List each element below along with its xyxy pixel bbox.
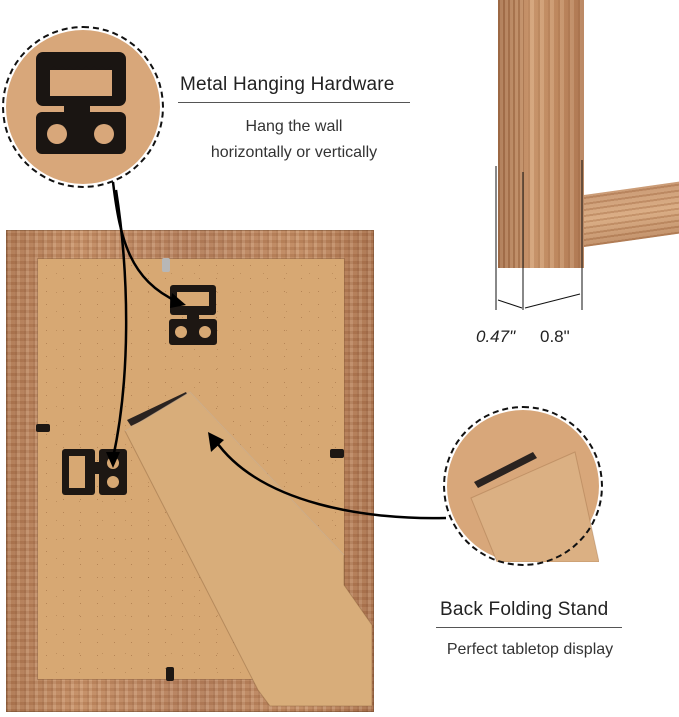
hardware-subtitle-line2: horizontally or vertically <box>210 144 378 161</box>
backing-board <box>38 259 344 679</box>
dimension-lines <box>495 160 583 310</box>
hardware-dashed-ring <box>2 26 164 188</box>
top-gray-clip <box>162 258 170 272</box>
bottom-clip <box>166 667 174 681</box>
hardware-title: Metal Hanging Hardware <box>180 74 395 95</box>
stand-dashed-ring <box>443 406 603 566</box>
stand-subtitle: Perfect tabletop display <box>446 641 614 658</box>
hardware-title-rule <box>178 102 410 103</box>
hanger-closeup-icon <box>36 52 126 154</box>
left-clip <box>36 424 50 432</box>
stand-title-rule <box>436 627 622 628</box>
width-dimension-label: 0.8" <box>540 327 570 346</box>
stand-title: Back Folding Stand <box>440 599 609 620</box>
frame-corner-side <box>498 0 524 268</box>
depth-dimension-label: 0.47" <box>476 327 516 346</box>
right-clip <box>330 449 344 458</box>
hardware-subtitle-line1: Hang the wall <box>245 118 343 135</box>
